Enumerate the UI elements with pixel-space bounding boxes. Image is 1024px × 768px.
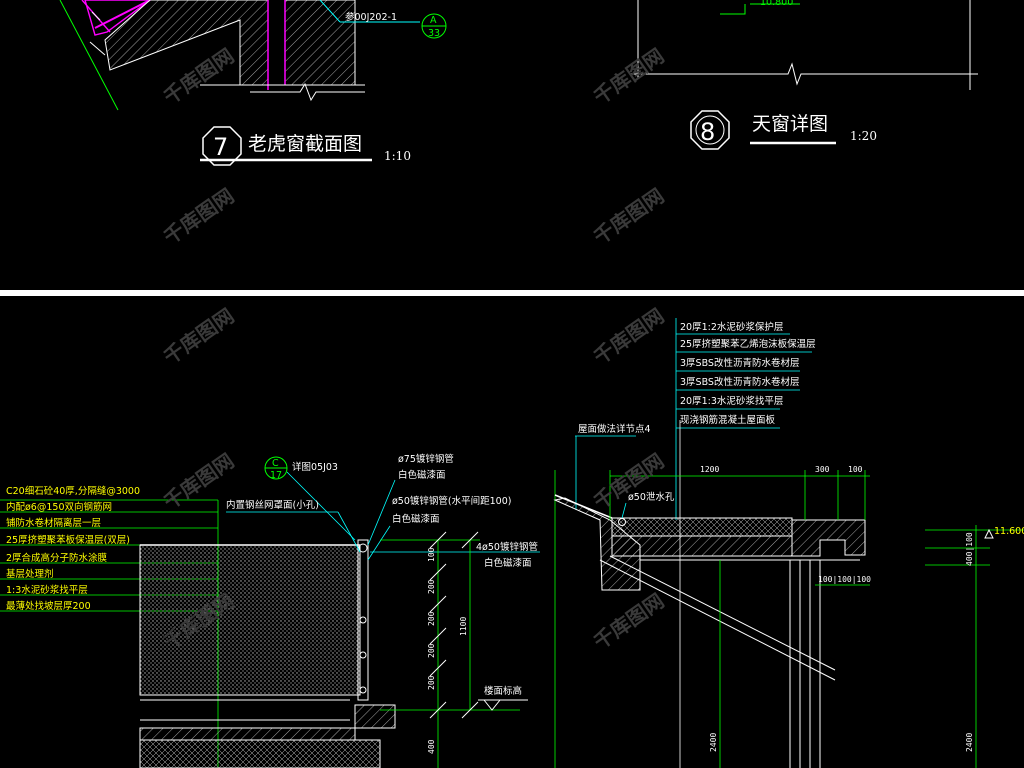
canopy-section-drawing: 20厚1:2水泥砂浆保护层 25厚挤塑聚苯乙烯泡沫板保温层 3厚SBS改性沥青防… (553, 318, 1024, 768)
watermark-text: 千库图网 (159, 304, 238, 370)
watermark-text: 千库图网 (159, 184, 238, 250)
canopy-layer-label: 25厚挤塑聚苯乙烯泡沫板保温层 (680, 338, 816, 350)
detail-ref-text: 详图05J03 (292, 461, 338, 473)
roof-layer-label: 内配ø6@150双向钢筋网 (6, 501, 112, 513)
roof-layer-label: C20细石砼40厚,分隔缝@3000 (6, 485, 140, 497)
canopy-note: 屋面做法详节点4 (578, 423, 651, 435)
detail-title-7-text: 老虎窗截面图 (248, 133, 362, 155)
watermark-text: 千库图网 (589, 44, 668, 110)
canopy-layer-label: 现浇钢筋混凝土屋面板 (680, 414, 776, 426)
dim-rail-seg2: 100 (427, 547, 436, 562)
octagon-badge-icon (202, 126, 242, 166)
skylight-elevation: 10.800 (760, 0, 793, 8)
dormer-section-drawing: 参00J202-1 A 33 (59, 0, 447, 111)
pipe50-paint-label: 白色磁漆面 (392, 513, 440, 525)
dim-canopy-bottom: 100|100|100 (818, 575, 871, 584)
mesh-panel (139, 544, 361, 696)
dormer-ref-code: 参00J202-1 (345, 11, 397, 23)
canopy-layer-label: 3厚SBS改性沥青防水卷材层 (680, 376, 799, 388)
dim-rail-total: 1100 (459, 617, 468, 636)
dim-canopy-width: 1200 (700, 465, 719, 474)
dim-canopy-d1: 300 (815, 465, 830, 474)
canopy-slab-insulation (611, 517, 793, 537)
detail-title-8-text: 天窗详图 (752, 113, 828, 135)
pipe75-label: ø75镀锌钢管 (398, 453, 454, 465)
dim-canopy-height: 2400 (709, 733, 718, 752)
sheet-divider (0, 290, 1024, 296)
dim-right-height: 2400 (965, 733, 974, 752)
watermark-text: 千库图网 (589, 449, 668, 515)
roof-layer-label: 铺防水卷材隔离层一层 (6, 517, 101, 529)
watermark-text: 千库图网 (589, 589, 668, 655)
dim-rail-seg: 200 (427, 579, 436, 594)
dim-rail-seg: 200 (427, 675, 436, 690)
ref-bubble-top: A (430, 15, 437, 26)
detail-ref-bubble-top: C (272, 458, 279, 469)
roof-layer-label: 2厚合成高分子防水涂膜 (6, 552, 108, 564)
canopy-layer-label: 3厚SBS改性沥青防水卷材层 (680, 357, 799, 369)
detail-number-8: 8 (700, 118, 715, 146)
canopy-slab (611, 535, 793, 557)
roof-layer-label: 最薄处找坡层厚200 (6, 600, 91, 612)
octagon-badge-icon (690, 110, 730, 150)
watermark-text: 千库图网 (589, 304, 668, 370)
dim-canopy-d2: 100 (848, 465, 863, 474)
detail-ref-bubble-bottom: 17 (270, 470, 282, 481)
pipe60-paint-label: 白色磁漆面 (484, 557, 532, 569)
roof-layer-label: 25厚挤塑聚苯板保温层(双层) (6, 534, 130, 546)
detail-scale-7: 1:10 (384, 149, 411, 163)
watermark-text: 千库图网 (589, 184, 668, 250)
dim-rail-seg: 200 (427, 611, 436, 626)
dim-rail-seg: 200 (427, 643, 436, 658)
roof-layer-label: 基层处理剂 (6, 568, 54, 580)
ref-bubble-bottom: 33 (428, 28, 440, 39)
detail-title-7: 7 老虎窗截面图 1:10 (200, 126, 411, 166)
right-elevation-label: 11.600 (994, 526, 1024, 537)
mesh-label: 内置钢丝网罩面(小孔) (226, 499, 319, 511)
pipe60-label: 4ø50镀锌钢管 (476, 541, 538, 553)
detail-title-8: 8 天窗详图 1:20 (690, 110, 877, 150)
floor-level-label: 楼面标高 (484, 685, 522, 697)
detail-number-7: 7 (213, 133, 228, 161)
detail-scale-8: 1:20 (850, 129, 877, 143)
watermark-text: 千库图网 (159, 44, 238, 110)
dim-rail-low: 400 (427, 739, 436, 754)
drain-hole-label: ø50泄水孔 (628, 491, 675, 503)
pipe50-label: ø50镀锌钢管(水平间距100) (392, 495, 511, 507)
skylight-drawing: 10.800 (630, 0, 978, 90)
canopy-layer-label: 20厚1:3水泥砂浆找平层 (680, 395, 783, 407)
pipe75-paint-label: 白色磁漆面 (398, 469, 446, 481)
railing-section-drawing: C20细石砼40厚,分隔缝@3000 内配ø6@150双向钢筋网 铺防水卷材隔离… (0, 453, 540, 768)
roof-layer-label: 1:3水泥砂浆找平层 (6, 584, 88, 596)
canopy-layer-label: 20厚1:2水泥砂浆保护层 (680, 321, 783, 333)
dim-right-small: 400|100 (965, 532, 974, 566)
